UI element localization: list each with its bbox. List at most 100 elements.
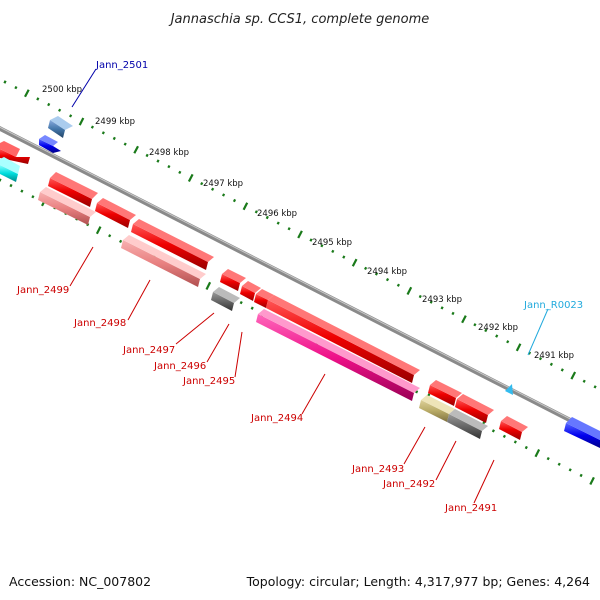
minor-tick	[47, 102, 51, 107]
gene-label-jann-2498[interactable]: Jann_2498	[73, 318, 126, 329]
feature-blue-small[interactable]	[39, 135, 61, 153]
major-tick	[133, 145, 139, 154]
major-tick	[351, 258, 358, 267]
feature-red-10[interactable]	[499, 416, 528, 440]
feature-red-9[interactable]	[455, 394, 494, 423]
kbp-labels: 2500 kbp 2499 kbp 2498 kbp 2497 kbp 2496…	[42, 85, 574, 361]
minor-tick	[546, 456, 550, 461]
feature-jann-2497[interactable]	[211, 287, 240, 311]
feature-jann-2501[interactable]	[48, 116, 73, 138]
minor-tick	[250, 306, 254, 310]
topology-summary: Topology: circular; Length: 4,317,977 bp…	[246, 574, 590, 589]
minor-tick	[415, 390, 419, 394]
minor-tick	[123, 142, 127, 146]
kbp-label: 2492 kbp	[478, 323, 518, 333]
minor-tick	[156, 159, 160, 163]
minor-tick	[20, 189, 24, 193]
feature-red-8[interactable]	[428, 380, 462, 406]
gene-labels: Jann_2501 Jann_R0023 Jann_2499 Jann_2498…	[16, 60, 583, 514]
gene-label-jann-2495[interactable]: Jann_2495	[182, 376, 235, 387]
minor-tick	[557, 462, 561, 466]
gene-label-jann-2494[interactable]: Jann_2494	[250, 413, 303, 424]
gene-label-jann-2496[interactable]: Jann_2496	[153, 361, 206, 372]
minor-tick	[440, 306, 444, 310]
minor-tick	[200, 181, 204, 186]
minor-tick	[451, 311, 455, 316]
major-tick	[534, 449, 541, 458]
feature-left-cyan[interactable]	[0, 157, 20, 182]
feature-red-2[interactable]	[95, 198, 136, 228]
feature-red-3[interactable]	[131, 219, 214, 270]
feature-jann-2492[interactable]	[447, 409, 488, 439]
minor-tick	[364, 266, 368, 271]
feature-jann-2498[interactable]	[121, 235, 206, 287]
minor-tick	[265, 215, 269, 220]
minor-tick	[69, 114, 73, 118]
major-tick	[24, 89, 30, 98]
minor-tick	[473, 323, 477, 327]
gene-label-jann-r0023[interactable]: Jann_R0023	[523, 300, 583, 311]
gene-label-jann-2497[interactable]: Jann_2497	[122, 345, 175, 356]
feature-red-6[interactable]	[254, 289, 274, 308]
minor-tick	[287, 227, 291, 231]
minor-tick	[495, 334, 499, 338]
minor-tick	[58, 108, 62, 112]
feature-red-4[interactable]	[220, 269, 246, 291]
gene-label-jann-2492[interactable]: Jann_2492	[382, 479, 435, 490]
kbp-label: 2499 kbp	[95, 117, 135, 127]
major-tick	[461, 315, 467, 324]
minor-tick	[108, 234, 112, 238]
leader-lines	[69, 68, 549, 504]
minor-tick	[579, 473, 583, 478]
kbp-label: 2498 kbp	[149, 148, 189, 158]
minor-tick	[374, 272, 379, 276]
minor-tick	[276, 221, 280, 225]
major-tick	[78, 117, 85, 126]
minor-tick	[178, 170, 182, 175]
feature-red-1[interactable]	[48, 172, 98, 207]
minor-tick	[582, 379, 586, 383]
minor-tick	[31, 195, 35, 199]
minor-tick	[36, 97, 40, 101]
major-tick	[589, 476, 595, 485]
minor-tick	[513, 440, 517, 444]
feature-jann-2493[interactable]	[419, 395, 455, 422]
minor-tick	[145, 153, 149, 158]
major-tick	[515, 343, 522, 352]
kbp-label: 2494 kbp	[367, 267, 407, 277]
feature-jann-r0023[interactable]	[505, 384, 513, 395]
minor-tick	[239, 300, 243, 305]
gene-label-jann-2501[interactable]: Jann_2501	[95, 60, 148, 71]
minor-tick	[396, 283, 400, 287]
minor-tick	[112, 136, 116, 141]
major-tick	[187, 173, 194, 183]
feature-jann-2494[interactable]	[256, 309, 420, 401]
minor-tick	[3, 80, 7, 84]
gene-label-jann-2491[interactable]: Jann_2491	[444, 503, 497, 514]
feature-left-red-1[interactable]	[0, 141, 30, 164]
feature-red-7[interactable]	[266, 295, 420, 383]
minor-tick	[0, 178, 2, 182]
gene-label-jann-2493[interactable]: Jann_2493	[351, 464, 404, 475]
feature-jann-2499[interactable]	[38, 187, 96, 225]
minor-tick	[14, 85, 18, 90]
minor-tick	[524, 445, 528, 450]
kbp-label: 2491 kbp	[534, 351, 574, 361]
gene-label-jann-2499[interactable]: Jann_2499	[16, 285, 69, 296]
feature-red-5[interactable]	[240, 281, 261, 301]
minor-tick	[167, 164, 171, 169]
major-tick	[297, 230, 303, 239]
kbp-label: 2496 kbp	[257, 209, 297, 219]
minor-tick	[254, 210, 258, 214]
feature-right-blue[interactable]	[564, 417, 600, 448]
minor-tick	[385, 277, 390, 282]
genome-backbone	[0, 126, 600, 438]
accession-text: Accession: NC_007802	[9, 574, 151, 589]
minor-tick	[538, 356, 543, 361]
kbp-label: 2500 kbp	[42, 85, 82, 95]
minor-tick	[211, 187, 215, 191]
minor-tick	[560, 368, 564, 372]
minor-tick	[549, 362, 553, 366]
backbone-highlight	[0, 126, 600, 435]
